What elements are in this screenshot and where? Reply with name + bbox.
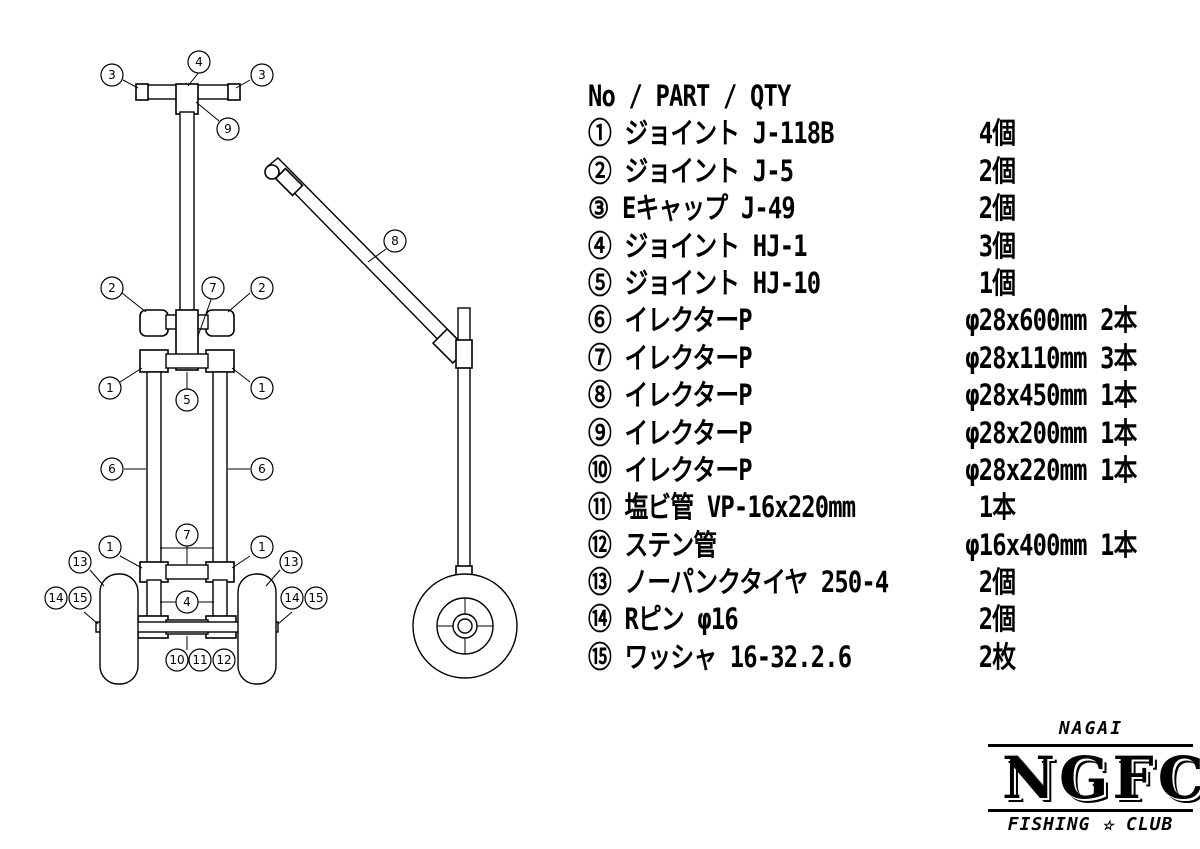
logo-bottom-text: FISHING ☆ CLUB xyxy=(1007,814,1174,835)
svg-text:13: 13 xyxy=(72,555,87,569)
side-pipe-right xyxy=(212,371,228,565)
svg-text:7: 7 xyxy=(183,528,191,542)
callout-10: 10 xyxy=(165,648,189,672)
svg-text:3: 3 xyxy=(258,68,266,82)
svg-text:10: 10 xyxy=(169,653,184,667)
svg-text:5: 5 xyxy=(183,393,191,407)
svg-text:11: 11 xyxy=(192,653,207,667)
callout-4-top: 4 xyxy=(187,50,211,74)
parts-list-item: ④ ジョイント HJ-1 3個 xyxy=(588,228,1016,263)
svg-text:12: 12 xyxy=(216,653,231,667)
lower-leg-left xyxy=(146,579,162,621)
svg-text:1: 1 xyxy=(106,540,114,554)
t-joint-top xyxy=(175,83,199,115)
side-joint-top xyxy=(274,167,304,197)
svg-text:1: 1 xyxy=(258,540,266,554)
callout-7-lower: 7 xyxy=(175,523,199,547)
side-view xyxy=(264,157,518,679)
lower-cross-pipe xyxy=(165,564,209,580)
parts-list-header: No / PART / QTY xyxy=(588,79,791,113)
callout-1-lower-right: 1 xyxy=(250,535,274,559)
callout-6-left: 6 xyxy=(100,457,124,481)
callout-14-left: 14 xyxy=(44,586,68,610)
elbow-upper-right xyxy=(205,309,235,337)
callout-2-right: 2 xyxy=(250,276,274,300)
svg-text:4: 4 xyxy=(183,595,191,609)
logo-main-text: NGFC xyxy=(1002,744,1200,812)
svg-text:1: 1 xyxy=(258,381,266,395)
svg-text:2: 2 xyxy=(258,281,266,295)
callout-9: 9 xyxy=(216,117,240,141)
svg-text:9: 9 xyxy=(224,122,232,136)
joint-upper-left xyxy=(139,349,169,373)
parts-list-item: ⑪ 塩ビ管 VP-16x220mm 1本 xyxy=(588,490,1016,525)
svg-text:6: 6 xyxy=(108,462,116,476)
callout-11: 11 xyxy=(188,648,212,672)
callout-13-right: 13 xyxy=(279,550,303,574)
logo-frame xyxy=(988,744,1193,812)
svg-text:6: 6 xyxy=(258,462,266,476)
logo-top-text: NAGAI xyxy=(1058,718,1124,739)
svg-text:14: 14 xyxy=(284,591,299,605)
parts-list: No / PART / QTY ① ジョイント J-118B 4個 ② ジョイン… xyxy=(588,78,1137,676)
joint-lower-left xyxy=(139,561,169,583)
parts-list-item: ① ジョイント J-118B 4個 xyxy=(588,116,1016,151)
joint-upper-right xyxy=(205,349,235,373)
svg-text:8: 8 xyxy=(391,234,399,248)
callout-5: 5 xyxy=(175,388,199,412)
wheel-right-front xyxy=(237,573,277,685)
callout-12: 12 xyxy=(212,648,236,672)
side-joint-upper xyxy=(455,339,473,369)
callout-8: 8 xyxy=(383,229,407,253)
callout-1-upper-right: 1 xyxy=(250,376,274,400)
svg-text:4: 4 xyxy=(195,55,203,69)
parts-list-item: ② ジョイント J-5 2個 xyxy=(588,153,1016,188)
svg-text:14: 14 xyxy=(48,591,63,605)
parts-list-item: ⑬ ノーパンクタイヤ 250-4 2個 xyxy=(588,565,1016,600)
parts-list-item: ⑭ Rピン φ16 2個 xyxy=(588,602,1016,637)
parts-list-item: ③ Eキャップ J-49 2個 xyxy=(588,191,1016,226)
lower-leg-right xyxy=(212,579,228,621)
callout-7-upper: 7 xyxy=(201,276,225,300)
svg-text:13: 13 xyxy=(283,555,298,569)
callout-2-left: 2 xyxy=(100,276,124,300)
wheel-left-front xyxy=(99,573,139,685)
elbow-upper-left xyxy=(139,309,169,337)
joint-lower-right xyxy=(205,561,235,583)
callout-15-left: 15 xyxy=(68,586,92,610)
mid-cross-pipe xyxy=(165,353,209,369)
callout-6-right: 6 xyxy=(250,457,274,481)
handle-vertical-pipe xyxy=(179,111,195,323)
parts-list-item: ⑤ ジョイント HJ-10 1個 xyxy=(588,265,1016,300)
callout-15-right: 15 xyxy=(304,586,328,610)
callout-1-lower-left: 1 xyxy=(98,535,122,559)
callout-1-upper-left: 1 xyxy=(98,376,122,400)
svg-text:7: 7 xyxy=(209,281,217,295)
svg-text:2: 2 xyxy=(108,281,116,295)
callout-13-left: 13 xyxy=(68,550,92,574)
end-cap-left xyxy=(135,83,149,101)
ngfc-logo: NAGAI NGFC FISHING ☆ CLUB xyxy=(988,718,1200,840)
svg-text:1: 1 xyxy=(106,381,114,395)
leader-lines xyxy=(83,71,387,650)
callout-14-right: 14 xyxy=(280,586,304,610)
wheel-hub xyxy=(457,618,473,634)
svg-text:15: 15 xyxy=(72,591,87,605)
front-view xyxy=(95,83,279,685)
callout-3-right: 3 xyxy=(250,63,274,87)
callout-3-left: 3 xyxy=(100,63,124,87)
side-pipe-left xyxy=(146,371,162,565)
svg-text:3: 3 xyxy=(108,68,116,82)
svg-text:15: 15 xyxy=(308,591,323,605)
parts-list-item: ⑮ ワッシャ 16-32.2.6 2枚 xyxy=(588,639,1016,674)
handle-end-cap xyxy=(264,164,280,180)
callout-4-lower: 4 xyxy=(175,590,199,614)
